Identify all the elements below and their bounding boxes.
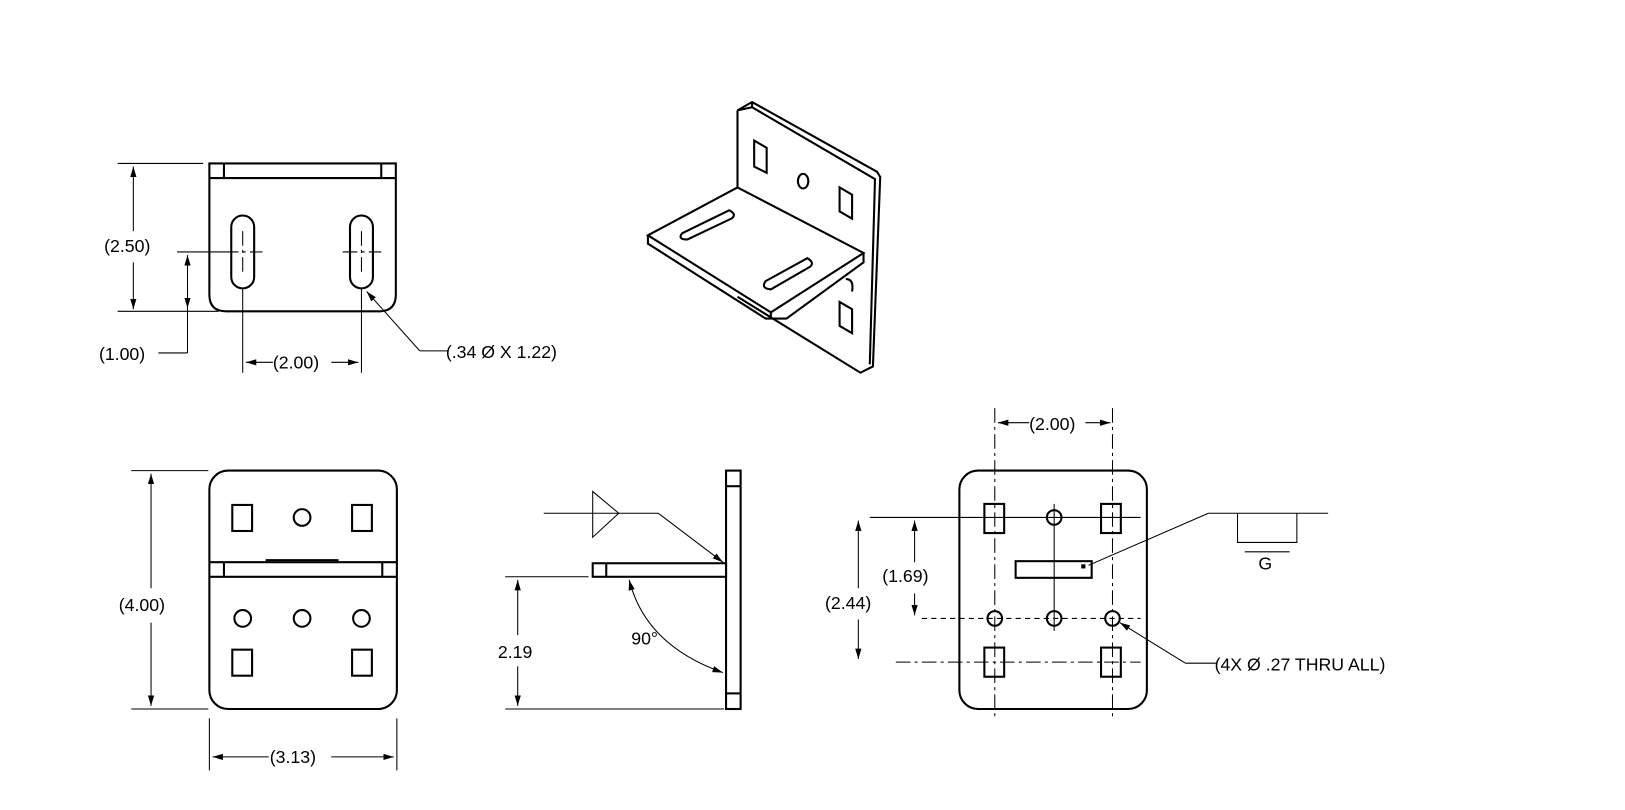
weld-label: G	[1258, 554, 1272, 574]
top-slot-offset-dim: (1.00)	[99, 344, 145, 364]
vertical-dim-2: (2.44)	[825, 593, 871, 613]
hole-spacing-dim: (2.00)	[1029, 414, 1075, 434]
back-view: G (2.00) (1.69) (2.44) (4X Ø .27 THRU AL…	[825, 408, 1386, 719]
angle-dim: 90°	[631, 628, 658, 648]
top-view: (2.50) (1.00) (2.00) (.34 Ø X 1.22)	[99, 162, 557, 373]
front-width-dim: (3.13)	[270, 747, 316, 767]
slot-callout: (.34 Ø X 1.22)	[446, 342, 557, 362]
front-height-dim: (4.00)	[119, 595, 165, 615]
flange-height-dim: 2.19	[498, 642, 532, 662]
side-view: 2.19 90°	[498, 469, 742, 711]
front-view: (4.00) (3.13)	[119, 469, 398, 771]
hole-callout: (4X Ø .27 THRU ALL)	[1215, 654, 1386, 674]
isometric-view	[645, 100, 882, 374]
vertical-dim-1: (1.69)	[882, 566, 928, 586]
top-slot-spacing-dim: (2.00)	[273, 353, 319, 373]
top-height-dim: (2.50)	[104, 236, 150, 256]
